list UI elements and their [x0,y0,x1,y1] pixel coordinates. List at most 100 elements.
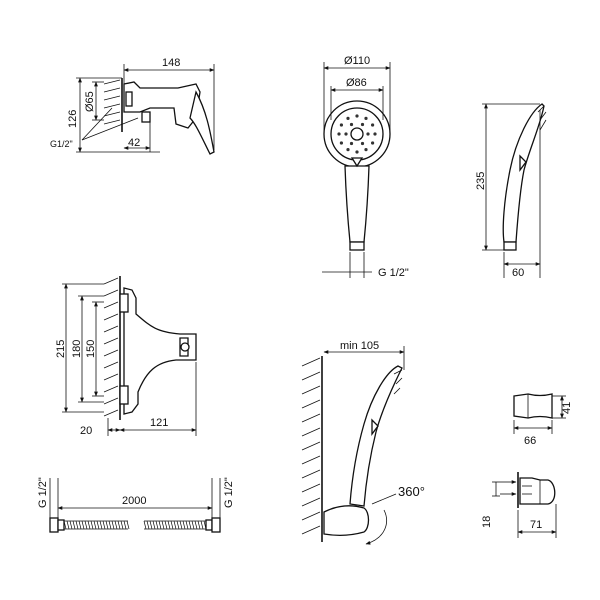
hose-coil [93,520,97,530]
holder-width-dim: 66 [524,435,536,447]
hose-coil [105,520,109,530]
mounted-shower-body [349,365,403,507]
mixer-top-depth-dim: 42 [128,137,140,149]
hose-coil [99,520,103,530]
mixer-lever-top [189,90,215,155]
mixer-handle-cap [180,342,190,352]
hose-cone-left [57,519,65,531]
escutcheon-lower [119,385,129,405]
hose-coil [182,520,186,530]
hose-coil [200,520,204,530]
hose-coil [167,520,171,530]
mixer-body-front [123,287,197,415]
rotation-label: 360° [398,484,425,499]
holder-height-dim: 41 [561,402,573,414]
hose-coil [117,520,121,530]
spray-nozzle [344,132,348,136]
hose-cone-right [205,519,213,531]
hand-shower-front-view: Ø110 Ø86 G 1/2" [322,55,409,279]
spray-nozzle [360,122,365,127]
hand-shower-side-view: 235 60 [475,103,547,279]
hose-coil [78,520,82,530]
holder-body [513,393,553,419]
spray-nozzle [366,132,370,136]
hose-coil [188,520,192,530]
hose-coil [197,520,201,530]
hose-coil [66,520,70,530]
bracket-body [519,477,556,505]
mixer-body-top [123,81,201,129]
hose-coil [191,520,195,530]
spray-nozzle [364,148,368,152]
spray-nozzle [371,141,375,145]
mounted-min-reach-dim: min 105 [340,340,379,352]
hose-coil [158,520,162,530]
spray-nozzle [355,114,359,118]
rotation-arrow [365,509,387,545]
hose-nut-left [49,517,59,533]
hose-coil [63,520,67,530]
shower-outer-diameter-dim: Ø110 [344,55,370,67]
spray-nozzle [339,141,343,145]
hose-segment-left [63,520,130,530]
mounted-shower-ribs [393,369,403,395]
mixer-escutcheon-top [125,91,133,107]
hose-coil [120,520,124,530]
hose-nut-right [211,517,221,533]
hose-coil [179,520,183,530]
mixer-front-view: 215 180 150 20 121 [55,276,197,437]
hose-coil [170,520,174,530]
spray-nozzle [364,116,368,120]
mixer-height-mid-dim: 180 [71,340,83,358]
shower-face-ribs [537,105,547,131]
shower-length-dim: 235 [475,172,487,190]
hose-coil [72,520,76,530]
hose-coil [90,520,94,530]
hose-coil [194,520,198,530]
hose-coil [126,520,130,530]
hose-coil [87,520,91,530]
hose-segment-right [143,520,207,530]
bracket-depth-dim: 18 [481,516,493,528]
spray-nozzle [337,132,341,136]
bracket-view: 71 18 [481,472,557,538]
spray-nozzle [360,141,365,146]
hose-coil [111,520,115,530]
hose-coil [176,520,180,530]
mixer-outlet-top [141,111,151,123]
holder-view: 41 66 [513,393,573,447]
shower-depth-dim: 60 [512,267,524,279]
hose-coil [84,520,88,530]
spray-nozzle [339,123,343,127]
spray-nozzle [349,141,354,146]
mounted-selector [371,418,379,436]
shower-face-diameter-dim: Ø86 [346,77,367,89]
hose-right-thread-label: G 1/2" [223,477,235,508]
shower-head-center [350,127,364,141]
spray-nozzle [371,123,375,127]
escutcheon-upper [119,293,129,313]
hose-coil [143,520,147,530]
shower-connector-side [503,241,517,251]
spray-selector [350,157,364,168]
wall-hatch-mounted [301,356,323,542]
hose-coil [108,520,112,530]
shower-connector-front [349,241,365,251]
hose-coil [123,520,127,530]
hose-coil [69,520,73,530]
hose-coil [173,520,177,530]
mounted-shower-view: min 105 360° [301,340,425,545]
spray-nozzle [349,122,354,127]
spray-nozzle [373,132,377,136]
hose-coil [75,520,79,530]
wall-hatch [103,78,123,132]
shower-thread-label: G 1/2" [378,267,409,279]
mixer-projection-dim: 121 [150,417,168,429]
mounted-holder [323,505,370,536]
mixer-wall-offset-dim: 20 [80,425,92,437]
hose-coil [102,520,106,530]
bracket-width-dim: 71 [530,519,542,531]
spray-nozzles [337,114,377,154]
hose-coil [96,520,100,530]
